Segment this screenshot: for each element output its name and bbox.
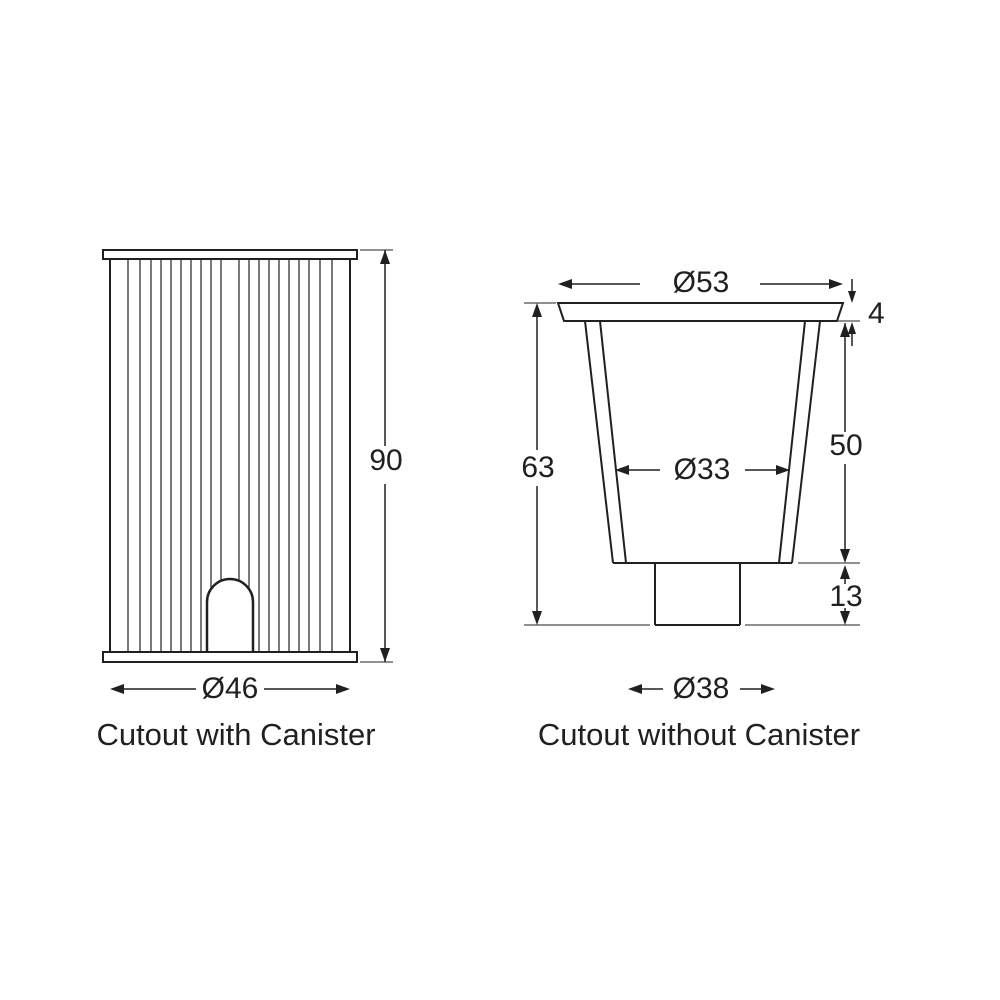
- figure-with-canister: 90 Ø46 Cutout with Canister: [96, 249, 403, 752]
- arrow-down-icon: [848, 291, 856, 303]
- arrow-right-icon: [336, 684, 350, 694]
- body-left-wall-outer: [584, 320, 614, 564]
- figure-caption-with-canister: Cutout with Canister: [96, 717, 375, 752]
- canister-top-lip: [102, 249, 358, 260]
- arrow-left-icon: [110, 684, 124, 694]
- arrow-right-icon: [829, 279, 843, 289]
- figure-without-canister: Ø53 4 Ø33 50: [521, 266, 884, 752]
- height-dimension: 90: [360, 249, 403, 663]
- arrow-down-icon: [840, 549, 850, 563]
- body-depth-dimension: 50: [798, 320, 863, 564]
- bottom-diameter-dimension-right: Ø38: [628, 672, 775, 705]
- top-diameter-label: Ø53: [673, 266, 730, 299]
- arrow-up-icon: [840, 565, 850, 579]
- flange-thickness-label: 4: [868, 297, 885, 330]
- arrow-left-icon: [615, 465, 629, 475]
- bottom-diameter-label: Ø46: [202, 672, 259, 705]
- arrow-up-icon: [380, 250, 390, 264]
- cable-notch: [205, 577, 255, 651]
- stub-depth-label: 13: [829, 580, 862, 613]
- inner-diameter-label: Ø33: [674, 453, 731, 486]
- bottom-diameter-label: Ø38: [673, 672, 730, 705]
- body-depth-label: 50: [829, 429, 862, 462]
- arrow-up-icon: [840, 323, 850, 337]
- body-left-wall-inner: [599, 320, 627, 564]
- arrow-down-icon: [532, 611, 542, 625]
- canister-bottom-lip: [102, 651, 358, 663]
- flange-thickness-dimension: 4: [848, 279, 885, 346]
- body-right-wall-outer: [791, 320, 821, 564]
- arrow-left-icon: [628, 684, 642, 694]
- height-dimension-label: 90: [369, 444, 402, 477]
- arrow-down-icon: [380, 648, 390, 662]
- inner-diameter-dimension: Ø33: [615, 453, 790, 486]
- arrow-right-icon: [776, 465, 790, 475]
- top-diameter-dimension: Ø53: [558, 266, 843, 299]
- total-depth-dimension: 63: [521, 302, 650, 626]
- bottom-diameter-dimension: Ø46: [110, 672, 350, 705]
- arrow-left-icon: [558, 279, 572, 289]
- arrow-up-icon: [848, 322, 856, 334]
- cable-notch-mask: [207, 579, 253, 651]
- arrow-up-icon: [532, 303, 542, 317]
- body-right-wall-inner: [778, 320, 806, 564]
- figure-caption-without-canister: Cutout without Canister: [538, 717, 860, 752]
- arrow-down-icon: [840, 611, 850, 625]
- total-depth-label: 63: [521, 451, 554, 484]
- arrow-right-icon: [761, 684, 775, 694]
- stub-depth-dimension: 13: [745, 565, 863, 626]
- fixture-flange: [556, 302, 845, 322]
